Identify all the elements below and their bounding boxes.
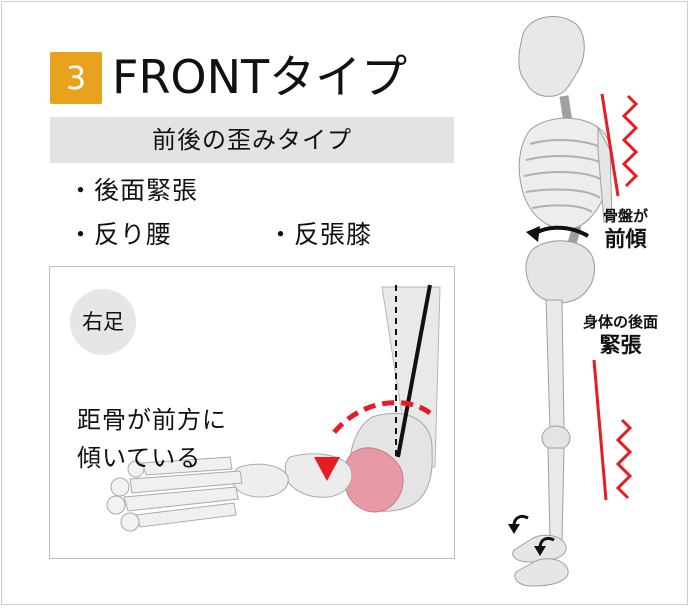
symptom-knee-hyperextension: ・反張膝 [268, 220, 373, 249]
label-back-tension-big: 緊張 [599, 333, 642, 357]
label-back-tension: 身体の後面 緊張 [583, 312, 658, 358]
foot-illustration-panel: 右足 距骨が前方に 傾いている [49, 266, 455, 559]
label-pelvis-tilt: 骨盤が 前傾 [603, 206, 648, 252]
type-number-badge: 3 [50, 52, 102, 104]
symptom-swayback: ・反り腰 [68, 220, 173, 249]
foot-description: 距骨が前方に 傾いている [77, 401, 227, 477]
foot-description-line2: 傾いている [77, 444, 202, 472]
symptom-posterior-tension: ・後面緊張 [68, 176, 199, 205]
label-pelvis-tilt-big: 前傾 [604, 227, 647, 251]
label-pelvis-tilt-small: 骨盤が [603, 207, 649, 225]
right-foot-badge: 右足 [70, 289, 136, 355]
foot-bones-illustration [106, 284, 441, 532]
subtitle-bar: 前後の歪みタイプ [50, 117, 454, 163]
foot-description-line1: 距骨が前方に [77, 406, 227, 434]
skeleton-illustration [508, 16, 639, 587]
label-back-tension-small: 身体の後面 [583, 313, 659, 331]
page-title: FRONTタイプ [112, 50, 408, 104]
